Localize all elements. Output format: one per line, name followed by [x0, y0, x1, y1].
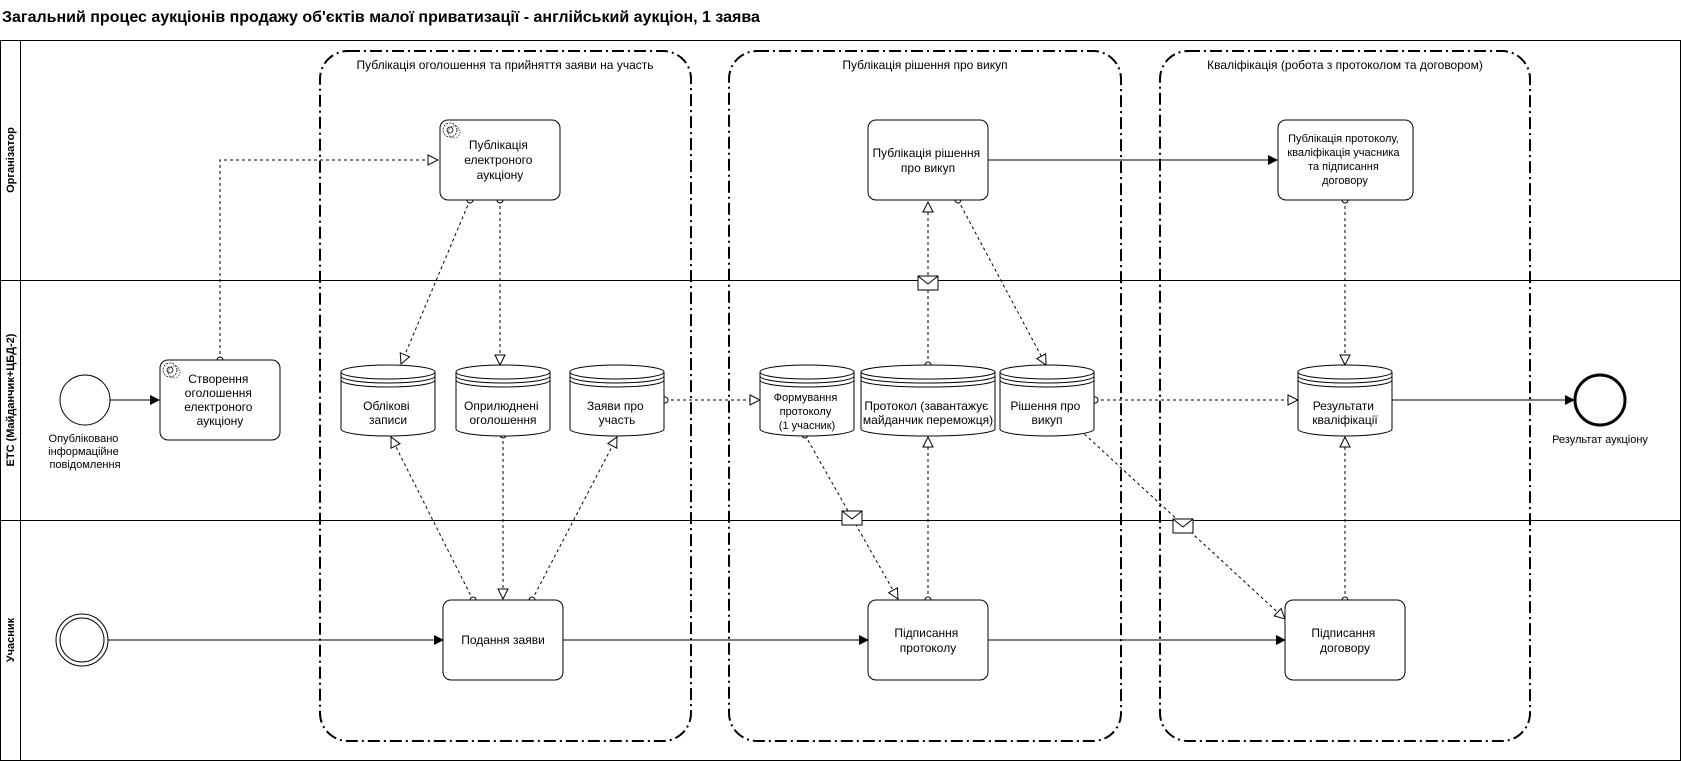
- task-sign-protocol: Підписання протоколу: [867, 599, 989, 681]
- datastore-buyout-decision: Рішення про викуп: [999, 364, 1095, 437]
- participant-start-event: [55, 613, 109, 667]
- svg-text:Оприлюднені оголошення: Оприлюднені оголошення: [464, 399, 542, 427]
- datastore-protocol-form: Формування протоколу (1 учасник): [759, 364, 855, 437]
- svg-text:Публікація протоколу, кв: Публікація протоколу, кваліфікація учасн…: [1287, 133, 1402, 187]
- svg-text:Формування протоколу: Формування протоколу (1 учасник): [774, 392, 841, 432]
- svg-text:Рішення про викуп: Рішення про викуп: [1010, 399, 1083, 427]
- task-publish-buyout: Публікація рішення про викуп: [867, 119, 989, 201]
- gear-icon: [442, 122, 461, 139]
- task-sign-contract: Підписання договору: [1284, 599, 1406, 681]
- envelope-icon: [841, 510, 863, 526]
- envelope-icon: [1172, 518, 1194, 534]
- group-label-qualification: Кваліфікація (робота з протоколом та дог…: [1207, 58, 1483, 72]
- task-submit-application: Подання заяви: [442, 599, 564, 681]
- start-event-label: Опубліковано інформаційне повідомлення: [48, 433, 122, 471]
- end-event-label: Результат аукціону: [1552, 434, 1648, 446]
- lane-label-ets: ЕТС (Майданчик+ЦБД-2): [5, 333, 17, 466]
- svg-text:Публікація рішення про в: Публікація рішення про викуп: [872, 146, 983, 175]
- envelope-icon: [917, 275, 939, 291]
- svg-text:Підписання протоколу: Підписання протоколу: [894, 626, 961, 655]
- datastore-protocol-upload: Протокол (завантажує майданчик переможця…: [860, 364, 996, 437]
- group-label-buyout: Публікація рішення про викуп: [842, 58, 1007, 72]
- svg-text:Створення оголошення: Створення оголошення електроного аукціон…: [184, 372, 256, 428]
- svg-text:Подання заяви: Подання заяви: [461, 633, 545, 647]
- task-publish-protocol: Публікація протоколу, кваліфікація учасн…: [1277, 119, 1414, 201]
- start-event: [59, 374, 111, 426]
- svg-text:Протокол (завантажує май: Протокол (завантажує майданчик переможця…: [863, 399, 993, 427]
- task-create-announcement: Створення оголошення електроного аукціон…: [159, 359, 281, 441]
- page-title: Загальний процес аукціонів продажу об'єк…: [2, 9, 760, 26]
- end-event: [1573, 373, 1627, 427]
- svg-text:Підписання договору: Підписання договору: [1311, 626, 1378, 655]
- datastore-published: Оприлюднені оголошення: [455, 364, 551, 437]
- task-publish-auction: Публікація електроного аукціону: [439, 119, 561, 201]
- lane-label-participant: Учасник: [5, 617, 17, 662]
- datastore-accounts: Облікові записи: [340, 364, 436, 437]
- svg-text:Публікація електроного: Публікація електроного аукціону: [464, 138, 536, 182]
- lane-label-organizer: Організатор: [5, 127, 17, 193]
- svg-text:Заяви про участь: Заяви про участь: [587, 399, 647, 427]
- gear-icon: [162, 362, 181, 379]
- datastore-applications: Заяви про участь: [569, 364, 665, 437]
- group-label-publication: Публікація оголошення та прийняття заяви…: [356, 58, 653, 72]
- datastore-qualification: Результати кваліфікації: [1297, 364, 1393, 437]
- svg-text:Результати кваліфікації: Результати кваліфікації: [1312, 399, 1378, 427]
- svg-text:Облікові записи: Облікові записи: [363, 399, 413, 427]
- sequence-flows: [108, 155, 1575, 645]
